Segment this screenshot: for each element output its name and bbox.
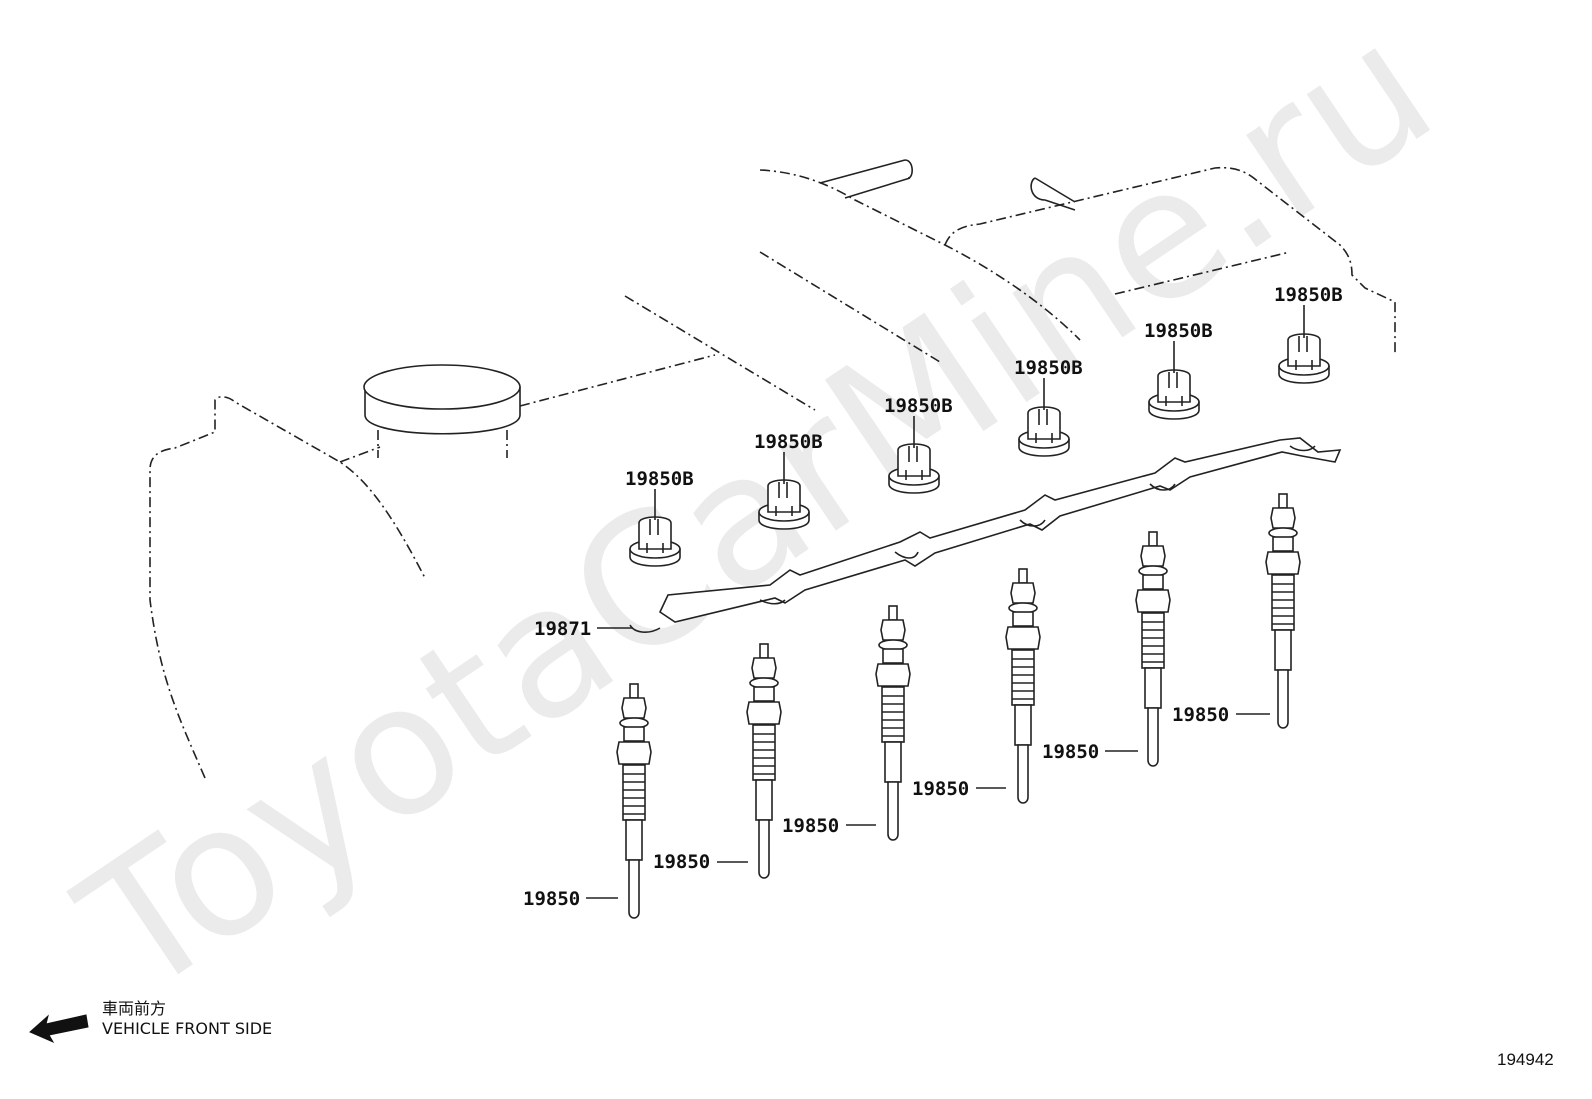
glow-plug-5 [1135, 531, 1171, 767]
terminal-nut-6 [1278, 333, 1330, 384]
terminal-nut-4 [1018, 406, 1070, 457]
label-plug-3: 19850 [782, 815, 839, 837]
figure-number: 194942 [1497, 1050, 1554, 1069]
legend-label-japanese: 車両前方 [102, 999, 166, 1018]
front-direction-arrow-icon [29, 1014, 89, 1044]
label-plug-6: 19850 [1172, 704, 1229, 726]
glow-plug-4 [1005, 568, 1041, 804]
oil-filler-cap [363, 364, 521, 458]
glow-plugs [616, 493, 1301, 919]
label-nut-4: 19850B [1014, 357, 1083, 379]
glow-plug-6 [1265, 493, 1301, 729]
glow-plug-1 [616, 683, 652, 919]
label-nut-1: 19850B [625, 468, 694, 490]
engine-head-outline [149, 159, 1396, 779]
terminal-nut-5 [1148, 369, 1200, 420]
vehicle-front-legend: 車両前方 VEHICLE FRONT SIDE [29, 999, 272, 1044]
label-nut-2: 19850B [754, 431, 823, 453]
terminal-nut-1 [629, 516, 681, 567]
glow-plug-2 [746, 643, 782, 879]
glow-plug-3 [875, 605, 911, 841]
watermark-text: ToyotaCarMine.ru [46, 0, 1467, 1036]
terminal-nut-3 [888, 443, 940, 494]
label-nut-3: 19850B [884, 395, 953, 417]
leader-lines [586, 305, 1305, 899]
terminal-nuts [629, 333, 1330, 567]
terminal-nut-2 [758, 479, 810, 530]
label-plug-1: 19850 [523, 888, 580, 910]
label-nut-6: 19850B [1274, 284, 1343, 306]
label-plug-2: 19850 [653, 851, 710, 873]
label-plug-5: 19850 [1042, 741, 1099, 763]
label-nut-5: 19850B [1144, 320, 1213, 342]
glow-plug-bus-bar [629, 437, 1342, 633]
label-bus-bar: 19871 [534, 618, 591, 640]
label-plug-4: 19850 [912, 778, 969, 800]
legend-label-english: VEHICLE FRONT SIDE [102, 1019, 272, 1038]
